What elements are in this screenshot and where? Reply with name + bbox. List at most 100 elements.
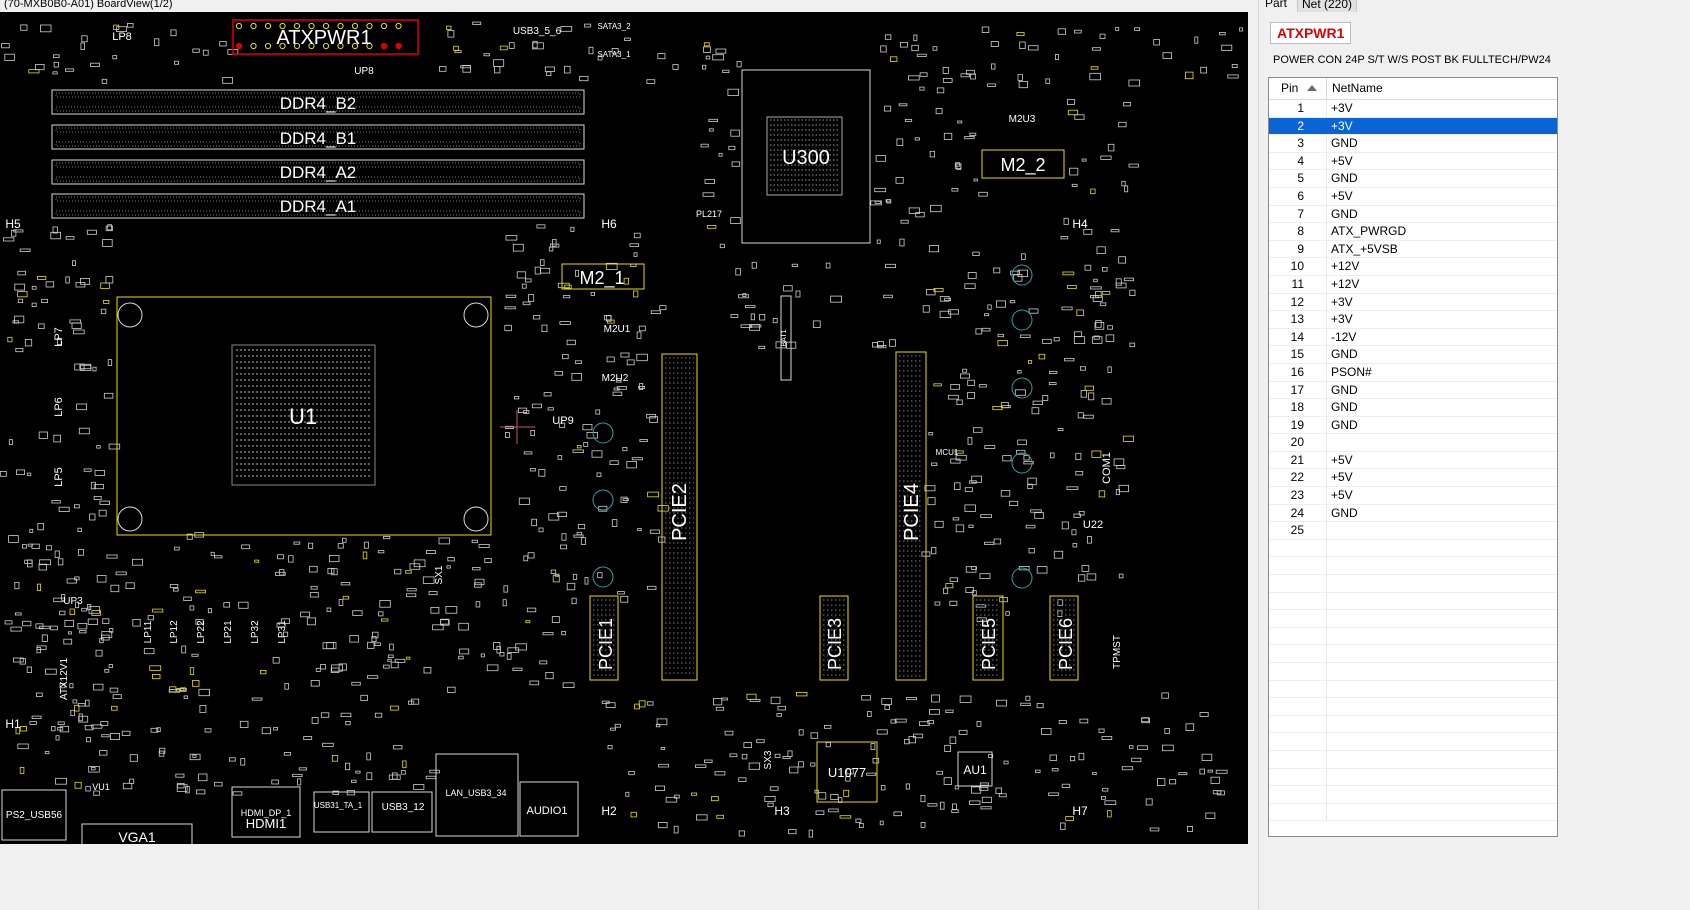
label-m2-1: M2_1 <box>579 268 624 289</box>
smd-component <box>494 66 501 74</box>
smd-component <box>1081 158 1087 162</box>
table-row[interactable]: 6+5V <box>1269 187 1557 206</box>
smd-component <box>69 683 74 689</box>
smd-component <box>1129 745 1134 749</box>
smd-component <box>533 315 541 320</box>
smd-component <box>606 356 615 363</box>
part-m2-1[interactable]: M2_1 <box>561 263 645 290</box>
table-row[interactable]: 4+5V <box>1269 152 1557 171</box>
table-row[interactable]: 22+5V <box>1269 469 1557 488</box>
smd-component <box>1161 692 1169 699</box>
column-pin[interactable]: Pin <box>1269 78 1327 99</box>
smd-component <box>605 262 618 271</box>
net-name: +5V <box>1331 488 1353 503</box>
smd-component <box>623 277 629 285</box>
part-hdmi1[interactable]: HDMI1 <box>231 786 301 838</box>
smd-component <box>393 745 403 750</box>
smd-component <box>954 482 961 490</box>
table-row[interactable]: 2+3V <box>1269 117 1557 136</box>
smd-component <box>980 514 992 519</box>
smd-component <box>638 325 646 332</box>
smd-component <box>502 599 507 607</box>
smd-component <box>483 53 490 57</box>
net-name: GND <box>1331 400 1358 415</box>
part-u300[interactable]: U300 <box>741 69 871 244</box>
net-name: GND <box>1331 171 1358 186</box>
smd-component <box>855 818 862 823</box>
smd-component <box>93 790 100 796</box>
smd-component <box>929 709 940 715</box>
smd-component <box>638 700 646 708</box>
smd-component <box>390 661 399 669</box>
smd-component <box>1157 778 1166 786</box>
table-row[interactable]: 10+12V <box>1269 258 1557 276</box>
smd-component <box>1016 31 1025 36</box>
smd-component <box>406 593 417 598</box>
smd-component <box>943 777 952 785</box>
label-lp6: LP6 <box>53 397 65 417</box>
smd-component <box>1207 769 1213 773</box>
table-row[interactable]: 25 <box>1269 522 1557 540</box>
table-row[interactable]: 14-12V <box>1269 328 1557 347</box>
smd-component <box>38 323 45 329</box>
part-u1-cpu-socket[interactable]: U1 <box>116 296 492 536</box>
tab-net[interactable]: Net (220) <box>1297 0 1358 12</box>
table-row[interactable]: 11+12V <box>1269 275 1557 294</box>
part-vga1[interactable]: VGA1 <box>81 823 193 844</box>
smd-component <box>895 176 904 184</box>
smd-component <box>1199 768 1206 775</box>
smd-component <box>387 658 392 662</box>
pin-number: 19 <box>1269 416 1327 434</box>
column-netname[interactable]: NetName <box>1332 81 1383 95</box>
smd-component <box>1057 28 1066 35</box>
table-row[interactable]: 13+3V <box>1269 311 1557 329</box>
table-row[interactable]: 23+5V <box>1269 487 1557 505</box>
part-atxpwr1[interactable]: ATXPWR1 <box>232 19 419 55</box>
net-name <box>1327 645 1557 662</box>
table-row[interactable]: 20 <box>1269 434 1557 452</box>
smd-component <box>927 803 938 807</box>
smd-component <box>1118 256 1126 264</box>
pcie-slots[interactable]: PCIE1 PCIE2 PCIE3 PCIE4 PCIE5 PCIE6 <box>589 351 1079 681</box>
part-u1077[interactable]: U1077 <box>816 741 878 803</box>
smd-component <box>111 705 118 711</box>
smd-component <box>1098 490 1106 498</box>
part-name-field[interactable]: ATXPWR1 <box>1270 22 1352 44</box>
smd-component <box>102 618 110 624</box>
board-svg[interactable]: ATXPWR1 DDR4_B2 DDR4_B1 DDR4_A2 DDR4_A1 … <box>0 12 1248 844</box>
smd-component <box>646 79 656 84</box>
part-au1[interactable]: AU1 <box>957 751 993 787</box>
smd-component <box>1030 509 1042 513</box>
ddr-slots[interactable]: DDR4_B2 DDR4_B1 DDR4_A2 DDR4_A1 <box>51 89 585 219</box>
smd-component <box>1000 490 1011 497</box>
table-row[interactable]: 12+3V <box>1269 293 1557 312</box>
mounting-hole <box>1011 567 1033 589</box>
smd-component <box>1050 452 1055 459</box>
part-lan-usb[interactable] <box>1 753 579 841</box>
smd-component <box>44 751 50 755</box>
smd-component <box>959 695 972 703</box>
smd-component <box>630 811 637 818</box>
table-row[interactable]: 21+5V <box>1269 451 1557 470</box>
board-view-canvas[interactable]: ATXPWR1 DDR4_B2 DDR4_B1 DDR4_A2 DDR4_A1 … <box>0 12 1248 844</box>
table-row[interactable]: 1+3V <box>1269 100 1557 118</box>
smd-component <box>125 582 135 589</box>
part-m2-2[interactable]: M2_2 <box>981 149 1065 179</box>
smd-component <box>462 65 471 73</box>
tab-part[interactable]: Part <box>1265 0 1288 10</box>
smd-component <box>85 699 90 707</box>
pin-number: 1 <box>1269 100 1327 117</box>
smd-component <box>1084 264 1092 271</box>
